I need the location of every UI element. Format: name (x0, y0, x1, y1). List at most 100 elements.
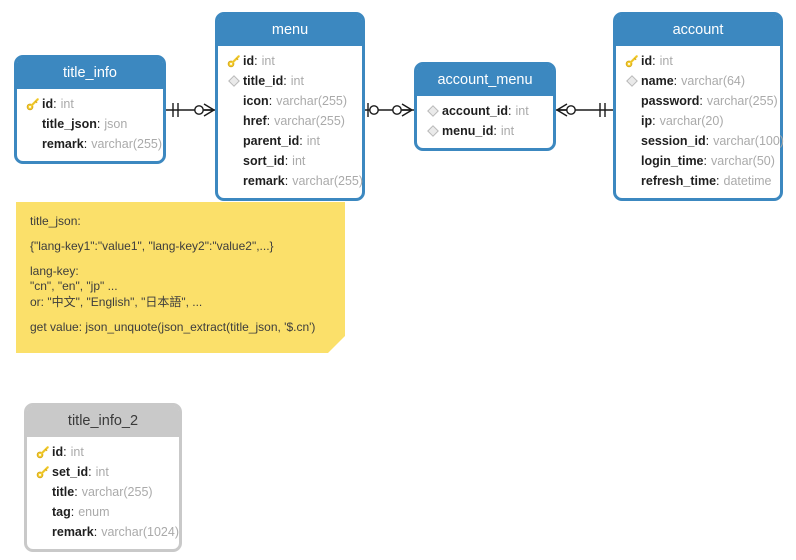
field-type: int (290, 74, 304, 88)
field-name: title_id (243, 74, 284, 88)
field-separator: : (716, 174, 720, 188)
field-separator: : (284, 174, 289, 188)
field-row[interactable]: name:varchar(64) (616, 71, 780, 91)
field-name: ip (641, 114, 653, 128)
entity-title-account_menu: account_menu (417, 65, 553, 96)
field-name: id (641, 54, 653, 68)
field-type: int (515, 104, 529, 118)
field-name: remark (52, 525, 94, 539)
field-type: json (104, 117, 128, 131)
field-row[interactable]: remark:varchar(255) (218, 171, 364, 191)
field-row[interactable]: password:varchar(255) (616, 91, 780, 111)
field-icon-none (623, 153, 641, 169)
field-row[interactable]: session_id:varchar(100) (616, 131, 784, 151)
field-separator: : (266, 114, 271, 128)
field-separator: : (493, 124, 497, 138)
field-separator: : (299, 134, 303, 148)
field-row[interactable]: refresh_time:datetime (616, 171, 780, 191)
foreign-key-icon (225, 73, 243, 89)
field-type: varchar(255) (706, 94, 778, 108)
field-type: int (261, 54, 275, 68)
title-json-note: title_json: {"lang-key1":"value1", "lang-… (16, 202, 345, 353)
field-type: varchar(1024) (101, 525, 180, 539)
field-name: refresh_time (641, 174, 717, 188)
field-row[interactable]: set_id:int (27, 462, 179, 482)
field-separator: : (673, 74, 678, 88)
field-row[interactable]: title_id:int (218, 71, 362, 91)
field-row[interactable]: id:int (616, 51, 780, 71)
field-icon-none (34, 484, 52, 500)
field-row[interactable]: remark:varchar(255) (17, 134, 163, 154)
field-name: password (641, 94, 700, 108)
field-type: varchar(255) (91, 137, 163, 151)
field-separator: : (88, 465, 92, 479)
field-separator: : (96, 117, 101, 131)
relationship-menu-account_menu (365, 103, 414, 117)
field-type: int (60, 97, 74, 111)
field-row[interactable]: href:varchar(255) (218, 111, 362, 131)
field-type: int (70, 445, 84, 459)
field-name: icon (243, 94, 269, 108)
field-row[interactable]: title_json:json (17, 114, 163, 134)
note-line: title_json: (30, 214, 81, 228)
field-separator: : (70, 505, 75, 519)
field-type: varchar(100) (713, 134, 784, 148)
field-separator: : (53, 97, 57, 111)
entity-title-title_info: title_info (17, 58, 163, 89)
field-separator: : (652, 114, 656, 128)
field-name: remark (42, 137, 84, 151)
field-row[interactable]: ip:varchar(20) (616, 111, 780, 131)
field-icon-none (225, 173, 243, 189)
field-name: id (243, 54, 255, 68)
field-name: title (52, 485, 75, 499)
field-type: datetime (723, 174, 772, 188)
field-row[interactable]: login_time:varchar(50) (616, 151, 780, 171)
field-row[interactable]: icon:varchar(255) (218, 91, 362, 111)
field-row[interactable]: id:int (27, 442, 179, 462)
field-row[interactable]: id:int (17, 94, 163, 114)
foreign-key-icon (424, 103, 442, 119)
field-name: id (42, 97, 54, 111)
entity-title-account: account (616, 15, 780, 46)
field-type: int (500, 124, 515, 138)
field-icon-none (225, 93, 243, 109)
field-name: menu_id (442, 124, 494, 138)
field-separator: : (63, 445, 67, 459)
field-row[interactable]: account_id:int (417, 101, 553, 121)
field-icon-none (24, 116, 42, 132)
field-type: varchar(50) (711, 154, 775, 168)
field-type: varchar(255) (81, 485, 153, 499)
note-line: "cn", "en", "jp" ... (30, 279, 118, 294)
field-name: remark (243, 174, 285, 188)
field-row[interactable]: parent_id:int (218, 131, 362, 151)
field-name: id (52, 445, 64, 459)
field-type: varchar(255) (292, 174, 364, 188)
field-separator: : (83, 137, 88, 151)
field-icon-none (225, 153, 243, 169)
note-line: {"lang-key1":"value1", "lang-key2":"valu… (30, 238, 274, 253)
primary-key-icon (24, 96, 42, 112)
relationship-title_info-menu (166, 103, 215, 117)
field-row[interactable]: sort_id:int (218, 151, 362, 171)
field-row[interactable]: id:int (218, 51, 362, 71)
primary-key-icon (623, 53, 641, 69)
field-row[interactable]: title:varchar(255) (27, 482, 179, 502)
field-separator: : (283, 74, 287, 88)
note-line: get value: json_unquote(json_extract(tit… (30, 320, 316, 335)
field-type: int (292, 154, 306, 168)
note-line: lang-key: (30, 263, 79, 278)
field-row[interactable]: menu_id:int (417, 121, 553, 141)
field-row[interactable]: tag:enum (27, 502, 179, 522)
field-separator: : (699, 94, 703, 108)
field-row[interactable]: remark:varchar(1024) (27, 522, 179, 542)
